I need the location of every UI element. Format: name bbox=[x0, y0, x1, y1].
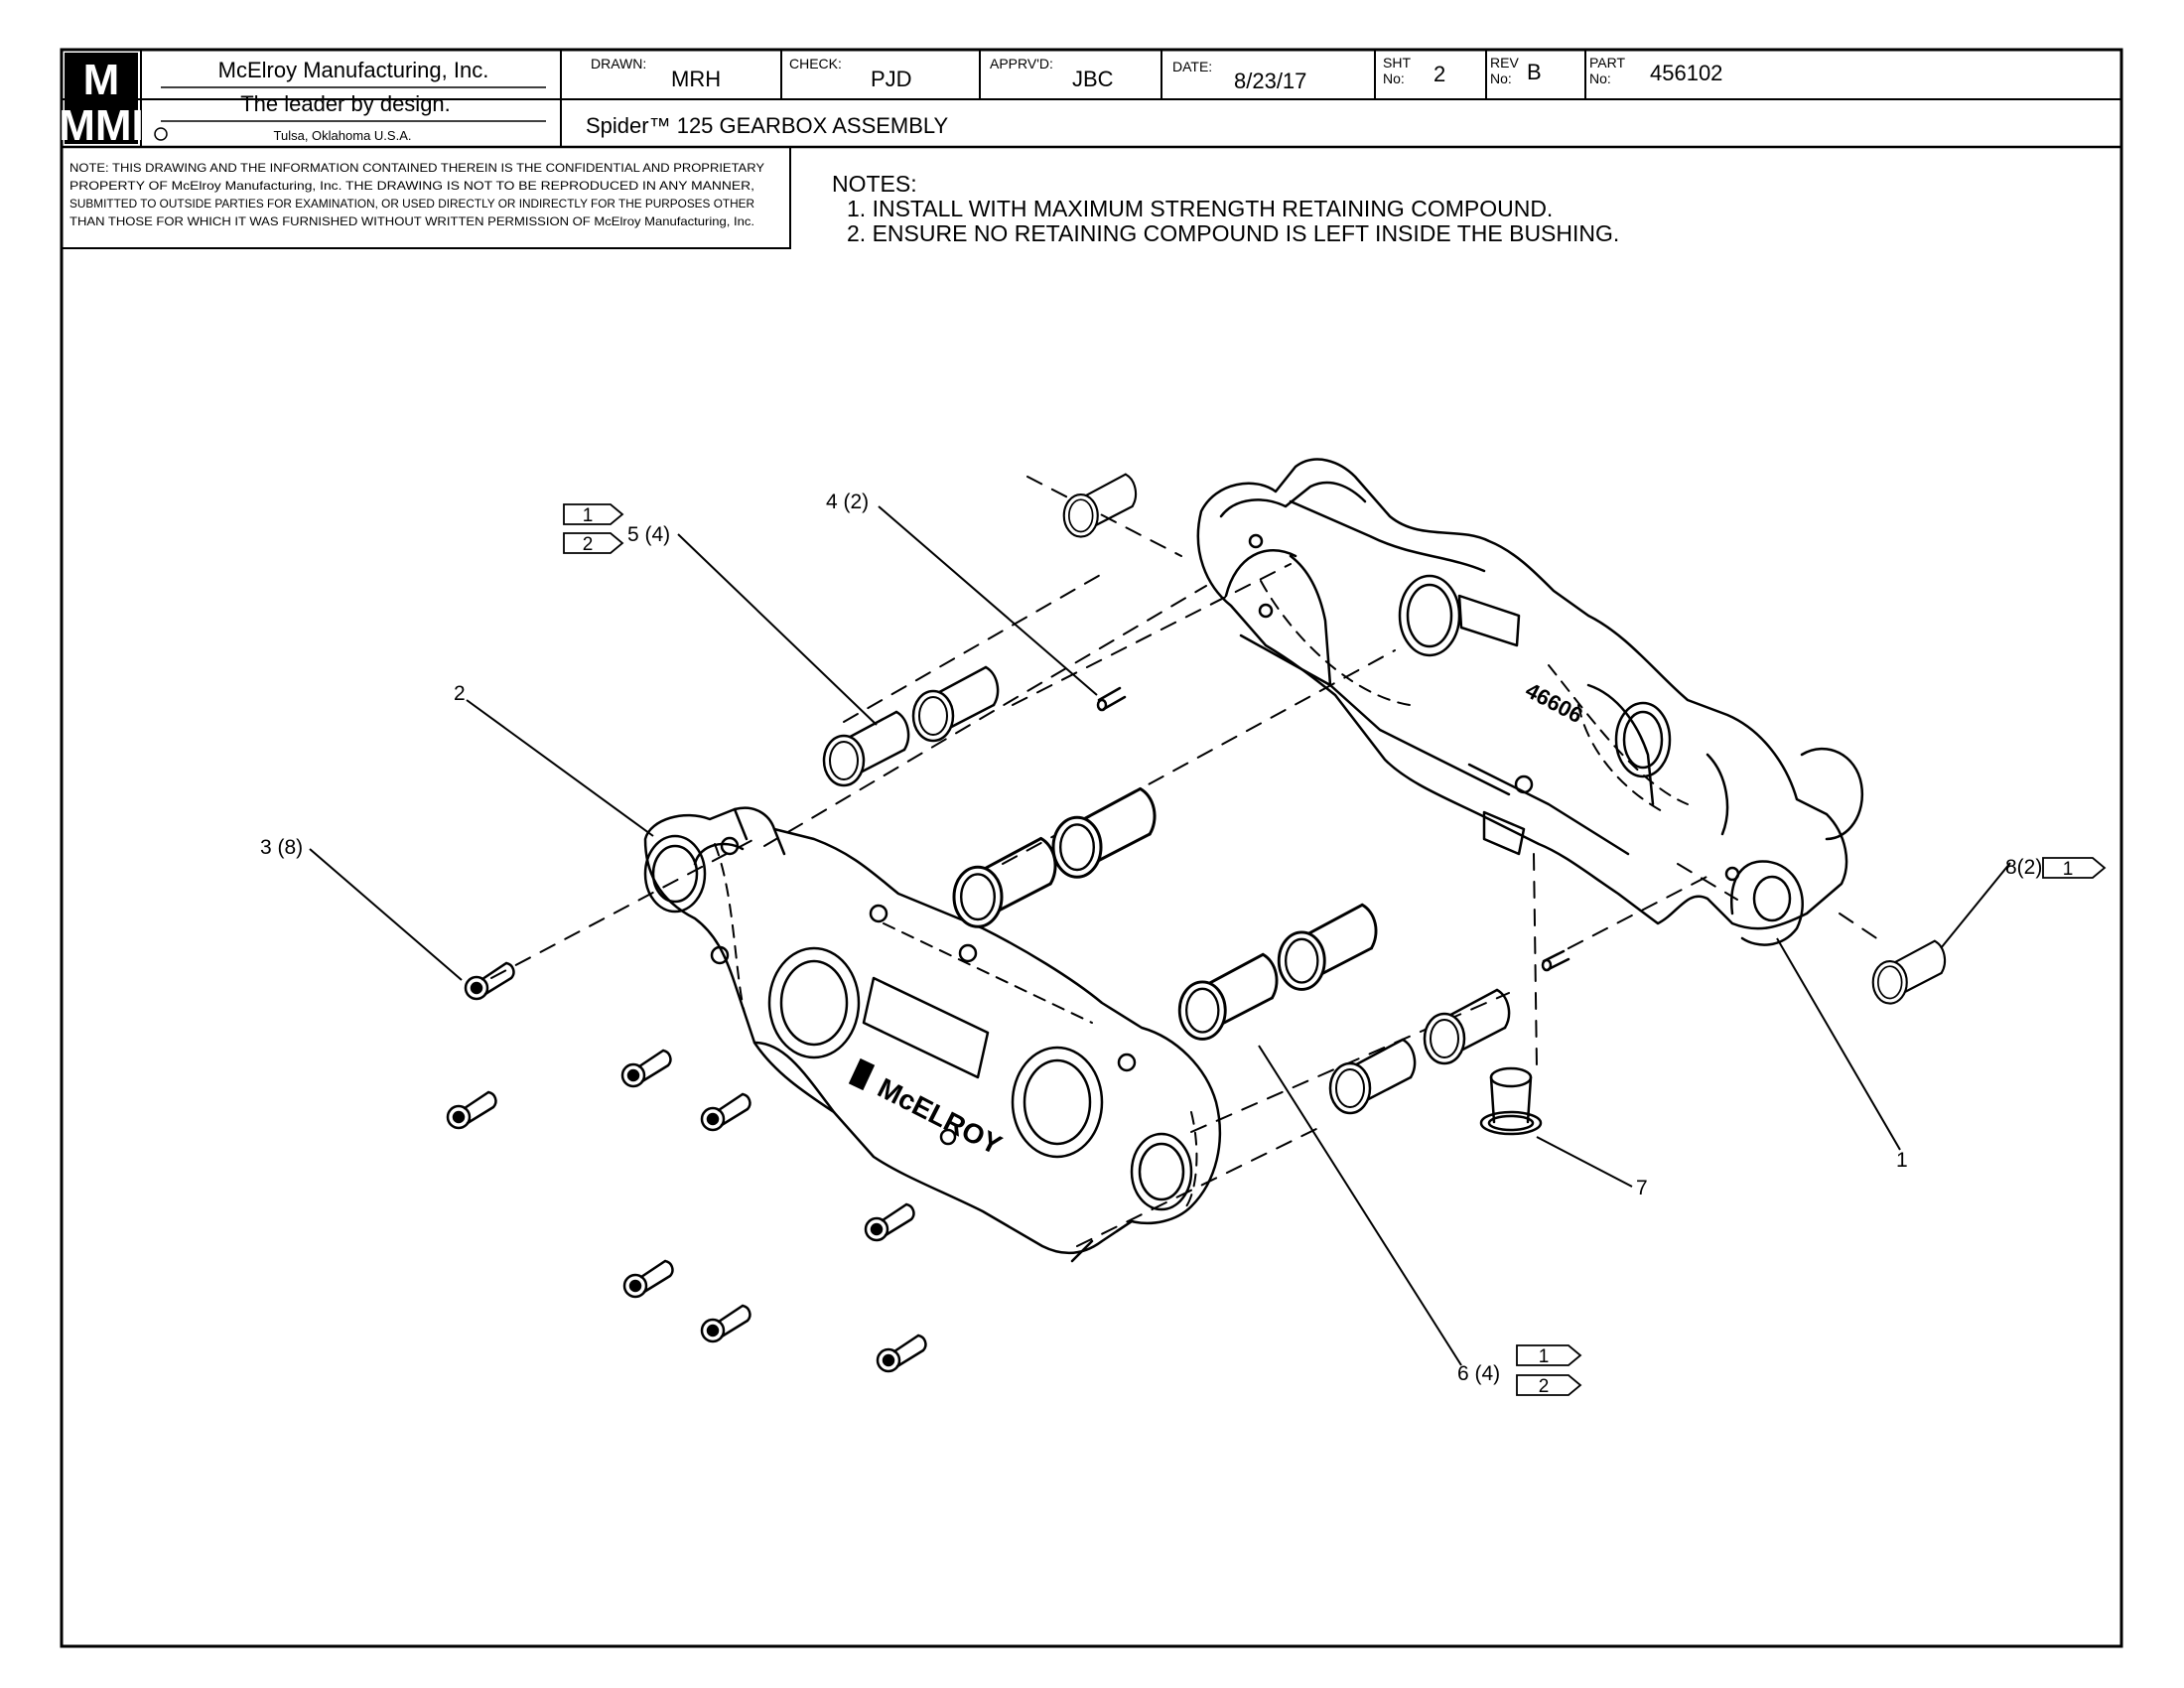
callout-item-1: 1 bbox=[1896, 1149, 1908, 1172]
sheet-label-2: No: bbox=[1383, 70, 1405, 86]
housing-number-marking: 46606 bbox=[1522, 677, 1587, 728]
note-flag-1: 1 bbox=[2063, 859, 2074, 880]
bushing-item-6 bbox=[1051, 786, 1157, 879]
screw-item-3 bbox=[620, 1049, 672, 1088]
callout-item-2: 2 bbox=[454, 682, 466, 705]
company-logo: M MMI bbox=[59, 53, 144, 150]
company-slogan: The leader by design. bbox=[240, 91, 451, 116]
screw-item-3 bbox=[876, 1334, 927, 1373]
cover-brand-marking: McELROY bbox=[873, 1072, 1007, 1161]
part-label-2: No: bbox=[1589, 70, 1611, 86]
bushing-item-6 bbox=[1423, 988, 1511, 1065]
screw-item-3 bbox=[700, 1092, 751, 1132]
assembly-axis-lines bbox=[490, 476, 1882, 1247]
part-label-1: PART bbox=[1589, 55, 1625, 70]
notes-heading: NOTES: bbox=[832, 171, 917, 197]
bushing-item-6 bbox=[1177, 952, 1279, 1041]
bushing-top bbox=[1062, 473, 1138, 538]
check-value: PJD bbox=[871, 67, 912, 91]
callout-item-7: 7 bbox=[1636, 1177, 1648, 1199]
screw-item-3 bbox=[864, 1202, 915, 1242]
dowel-pin bbox=[1541, 949, 1570, 972]
sheet-value: 2 bbox=[1433, 62, 1445, 86]
rev-label-2: No: bbox=[1490, 70, 1512, 86]
approved-label: APPRV'D: bbox=[990, 56, 1053, 71]
callout-item-8: 8(2) bbox=[2005, 856, 2042, 879]
callout-item-3: 3 (8) bbox=[260, 836, 303, 859]
screw-item-3 bbox=[622, 1259, 674, 1299]
bushing-item-5 bbox=[911, 665, 1000, 743]
confidential-line: NOTE: THIS DRAWING AND THE INFORMATION C… bbox=[69, 161, 764, 175]
gearbox-cover: McELROY bbox=[643, 806, 1222, 1263]
note-flag-2: 2 bbox=[1539, 1376, 1550, 1397]
note-flag-2: 2 bbox=[583, 534, 594, 555]
svg-text:M: M bbox=[83, 56, 120, 104]
screw-item-3 bbox=[464, 961, 515, 1001]
title-block: M MMI McElroy Manufacturing, Inc. The le… bbox=[59, 50, 2121, 150]
registered-mark-icon bbox=[154, 127, 168, 141]
part-number: 456102 bbox=[1650, 61, 1722, 85]
drawing-title: Spider™ 125 GEARBOX ASSEMBLY bbox=[586, 113, 949, 138]
callout-item-5: 5 (4) bbox=[627, 523, 670, 546]
cover-logo-icon bbox=[848, 1057, 876, 1091]
callout-item-6: 6 (4) bbox=[1457, 1362, 1500, 1385]
screw-item-3 bbox=[700, 1304, 751, 1343]
date-value: 8/23/17 bbox=[1234, 69, 1306, 93]
company-name: McElroy Manufacturing, Inc. bbox=[218, 58, 489, 82]
note-flags bbox=[563, 503, 2107, 1396]
note-flag-1: 1 bbox=[1539, 1346, 1550, 1367]
logo-text: MMI bbox=[59, 101, 144, 150]
date-label: DATE: bbox=[1172, 59, 1212, 74]
note-item: 2. ENSURE NO RETAINING COMPOUND IS LEFT … bbox=[847, 220, 1619, 246]
drawn-value: MRH bbox=[671, 67, 721, 91]
gearbox-housing: 46606 bbox=[1196, 458, 1864, 946]
note-flag-1: 1 bbox=[583, 505, 594, 526]
sheet-border bbox=[60, 48, 2123, 1648]
rev-label-1: REV bbox=[1490, 55, 1519, 70]
check-label: CHECK: bbox=[789, 56, 842, 71]
rev-value: B bbox=[1527, 60, 1542, 84]
callout-item-4: 4 (2) bbox=[826, 491, 869, 513]
note-flag-labels: 1 2 1 2 1 bbox=[583, 505, 2074, 1397]
confidential-line: THAN THOSE FOR WHICH IT WAS FURNISHED WI… bbox=[69, 214, 754, 228]
exploded-assembly-view: 46606 bbox=[446, 458, 1947, 1373]
bushing-item-8 bbox=[1871, 939, 1947, 1005]
bushing-item-6 bbox=[952, 836, 1057, 928]
notes-block: NOTES: 1. INSTALL WITH MAXIMUM STRENGTH … bbox=[832, 171, 1619, 246]
fitting-item-7 bbox=[1479, 1066, 1543, 1136]
dowel-pin bbox=[1096, 686, 1127, 712]
callout-labels: 1 2 3 (8) 4 (2) 5 (4) 6 (4) 7 8(2) bbox=[260, 491, 2042, 1385]
company-location: Tulsa, Oklahoma U.S.A. bbox=[274, 128, 412, 143]
confidential-notice: NOTE: THIS DRAWING AND THE INFORMATION C… bbox=[61, 146, 791, 249]
bushing-item-5 bbox=[822, 710, 910, 787]
drawn-label: DRAWN: bbox=[591, 56, 646, 71]
callout-leaders bbox=[309, 505, 2011, 1366]
confidential-line: SUBMITTED TO OUTSIDE PARTIES FOR EXAMINA… bbox=[69, 197, 754, 211]
bushing-item-6 bbox=[1277, 903, 1378, 991]
screw-item-3 bbox=[446, 1090, 497, 1130]
sheet-label-1: SHT bbox=[1383, 55, 1411, 70]
confidential-line: PROPERTY OF McElroy Manufacturing, Inc. … bbox=[69, 179, 754, 193]
note-item: 1. INSTALL WITH MAXIMUM STRENGTH RETAINI… bbox=[847, 196, 1553, 221]
approved-value: JBC bbox=[1072, 67, 1114, 91]
bushing-item-6 bbox=[1328, 1038, 1417, 1115]
